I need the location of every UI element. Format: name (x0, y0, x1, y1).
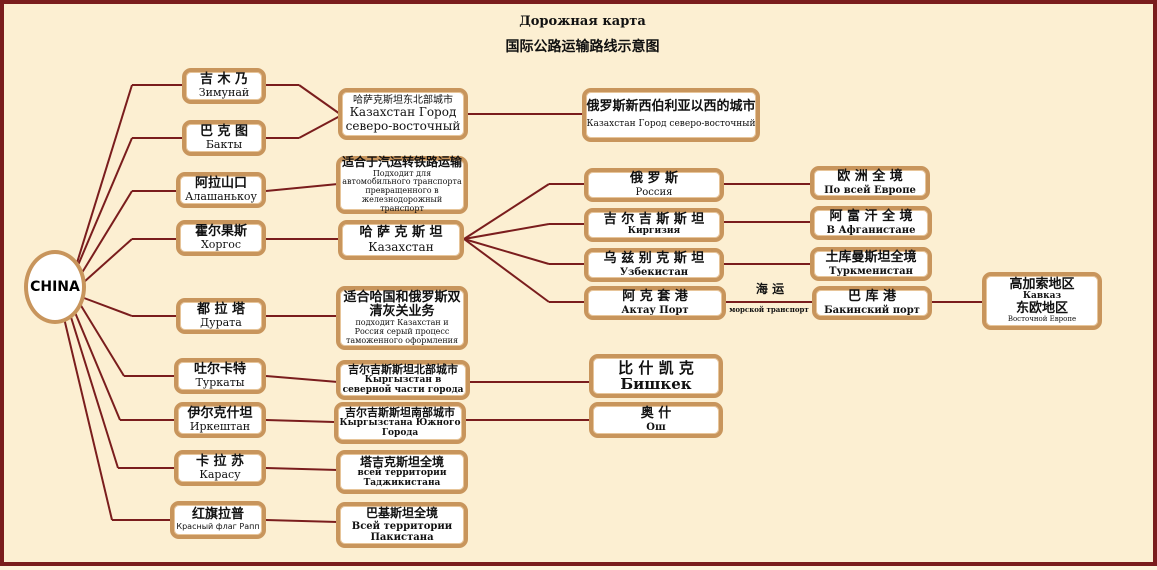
bishkek-node: 比 什 凯 克 Бишкек (589, 354, 723, 398)
mid-ru: Кыргызстана Южного Города (339, 418, 461, 439)
port-node: 吐尔卡特 Туркаты (174, 358, 266, 394)
china-node: CHINA (24, 250, 86, 324)
mid-ru: северо-восточный (345, 118, 461, 133)
far-cn: 欧 洲 全 境 (837, 169, 903, 185)
far-ru: Туркменистан (829, 265, 913, 277)
mid-ru: всей территории Таджикистана (357, 467, 447, 488)
port-ru: Красный флаг Рапп (176, 521, 260, 531)
port-ru: Алашанькоу (185, 190, 257, 204)
destination-cn: 阿 克 套 港 (622, 289, 688, 305)
port-cn: 霍尔果斯 (194, 223, 247, 239)
title-russian: Дорожная карта (519, 14, 646, 29)
mid-node: 巴基斯坦全境 Всей территории Пакистана (336, 502, 468, 548)
far-cn: 土库曼斯坦全境 (825, 250, 917, 266)
bishkek-cn: 比 什 凯 克 (618, 358, 694, 377)
far-node: 欧 洲 全 境 По всей Европе (810, 166, 930, 200)
far-node: 阿 富 汗 全 境 В Афганистане (810, 206, 932, 240)
caucasus-ru: Кавказ (1022, 291, 1062, 302)
destination-ru: Россия (635, 186, 673, 198)
far-ru: В Афганистане (826, 224, 916, 236)
far-cn: 巴 库 港 (847, 289, 897, 305)
mid-ru: Всей территории Пакистана (351, 520, 453, 543)
destination-node: 吉 尔 吉 斯 斯 坦 Киргизия (584, 208, 724, 242)
port-ru: Бакты (205, 138, 243, 152)
port-ru: Карасу (199, 468, 241, 482)
destination-cn: 乌 兹 别 克 斯 坦 (603, 251, 705, 267)
destination-cn: 俄 罗 斯 (629, 171, 679, 187)
port-node: 都 拉 塔 Дурата (176, 298, 266, 334)
port-ru: Зимунай (198, 86, 250, 100)
mid-cn: 吉尔吉斯斯坦北部城市 (348, 363, 458, 377)
mid-ru: Казахстан Город (349, 105, 457, 120)
destination-node: 俄 罗 斯 Россия (584, 168, 724, 202)
port-cn: 都 拉 塔 (196, 301, 246, 317)
mid-ru: Казахстан (368, 239, 434, 254)
bishkek-ru: Бишкек (620, 375, 692, 393)
port-node: 伊尔克什坦 Иркештан (174, 402, 266, 438)
port-cn: 阿拉山口 (194, 175, 247, 191)
port-cn: 红旗拉普 (191, 507, 244, 523)
port-cn: 卡 拉 苏 (195, 453, 245, 469)
port-node: 阿拉山口 Алашанькоу (176, 172, 266, 208)
far-node: 土库曼斯坦全境 Туркменистан (810, 247, 932, 281)
osh-ru: Ош (646, 421, 666, 433)
mid-ru: Подходит для автомобильного транспорта п… (342, 168, 462, 213)
far-ru: Бакинский порт (824, 304, 920, 316)
port-cn: 伊尔克什坦 (187, 405, 253, 421)
caucasus-cn: 东欧地区 (1015, 301, 1068, 317)
sea-transport-cn: 海 运 (755, 282, 785, 296)
caucasus-cn: 高加索地区 (1009, 276, 1075, 292)
far-cn: 阿 富 汗 全 境 (829, 209, 913, 225)
sea-transport-ru: морской транспорт (729, 305, 809, 314)
port-ru: Туркаты (195, 376, 245, 390)
port-ru: Иркештан (189, 420, 251, 434)
mid-ru: подходит Казахстан и Россия серый процес… (345, 318, 459, 345)
mid-node: 哈萨克斯坦东北部城市 Казахстан Город северо-восточ… (338, 88, 468, 140)
port-node: 巴 克 图 Бакты (182, 120, 266, 156)
far-ru: По всей Европе (824, 184, 916, 196)
port-node: 卡 拉 苏 Карасу (174, 450, 266, 486)
osh-cn: 奥 什 (640, 406, 672, 422)
mid-cn: 适合于汽运转铁路运输 (342, 155, 463, 170)
mid-node: 适合哈国和俄罗斯双清灰关业务 подходит Казахстан и Росс… (336, 286, 468, 350)
mid-node: 适合于汽运转铁路运输 Подходит для автомобильного т… (336, 156, 468, 214)
destination-node: 阿 克 套 港 Актау Порт (584, 286, 726, 320)
russia-west-cn: 俄罗斯新西伯利亚以西的城市 (586, 98, 756, 114)
destination-ru: Актау Порт (621, 304, 689, 316)
caucasus-node: 高加索地区 Кавказ 东欧地区 Восточной Европе (982, 272, 1102, 330)
port-cn: 吐尔卡特 (193, 361, 246, 377)
destination-ru: Узбекистан (619, 266, 689, 278)
mid-node: 哈 萨 克 斯 坦 Казахстан (338, 220, 464, 260)
mid-cn: 哈萨克斯坦东北部城市 (353, 95, 453, 107)
russia-west-node: 俄罗斯新西伯利亚以西的城市 Казахстан Город северо-вос… (582, 88, 760, 142)
mid-cn: 哈 萨 克 斯 坦 (359, 225, 443, 241)
mid-node: 吉尔吉斯斯坦南部城市 Кыргызстана Южного Города (334, 402, 466, 444)
connector-lines (63, 84, 982, 523)
destination-ru: Киргизия (627, 226, 681, 237)
destination-cn: 吉 尔 吉 斯 斯 坦 (603, 211, 705, 227)
mid-node: 吉尔吉斯斯坦北部城市 Кыргызстан в северной части г… (336, 360, 470, 400)
destination-node: 乌 兹 别 克 斯 坦 Узбекистан (584, 248, 724, 282)
mid-node: 塔吉克斯坦全境 всей территории Таджикистана (336, 450, 468, 494)
title-chinese: 国际公路运输路线示意图 (505, 39, 660, 55)
osh-node: 奥 什 Ош (589, 402, 723, 438)
mid-cn: 适合哈国和俄罗斯双清灰关业务 (343, 289, 461, 319)
port-ru: Дурата (200, 316, 242, 330)
port-cn: 巴 克 图 (199, 123, 249, 139)
russia-west-ru: Казахстан Город северо-восточный (586, 119, 756, 130)
mid-cn: 塔吉克斯坦全境 (359, 454, 444, 469)
mid-ru: Кыргызстан в северной части города (342, 375, 464, 396)
port-node: 红旗拉普 Красный флаг Рапп (170, 501, 266, 539)
mid-cn: 吉尔吉斯斯坦南部城市 (345, 406, 455, 420)
port-cn: 吉 木 乃 (199, 71, 249, 87)
caucasus-ru: Восточной Европе (1007, 315, 1077, 324)
port-ru: Хоргос (200, 238, 242, 252)
far-node: 巴 库 港 Бакинский порт (812, 286, 932, 320)
port-node: 霍尔果斯 Хоргос (176, 220, 266, 256)
mid-cn: 巴基斯坦全境 (365, 506, 438, 521)
port-node: 吉 木 乃 Зимунай (182, 68, 266, 104)
